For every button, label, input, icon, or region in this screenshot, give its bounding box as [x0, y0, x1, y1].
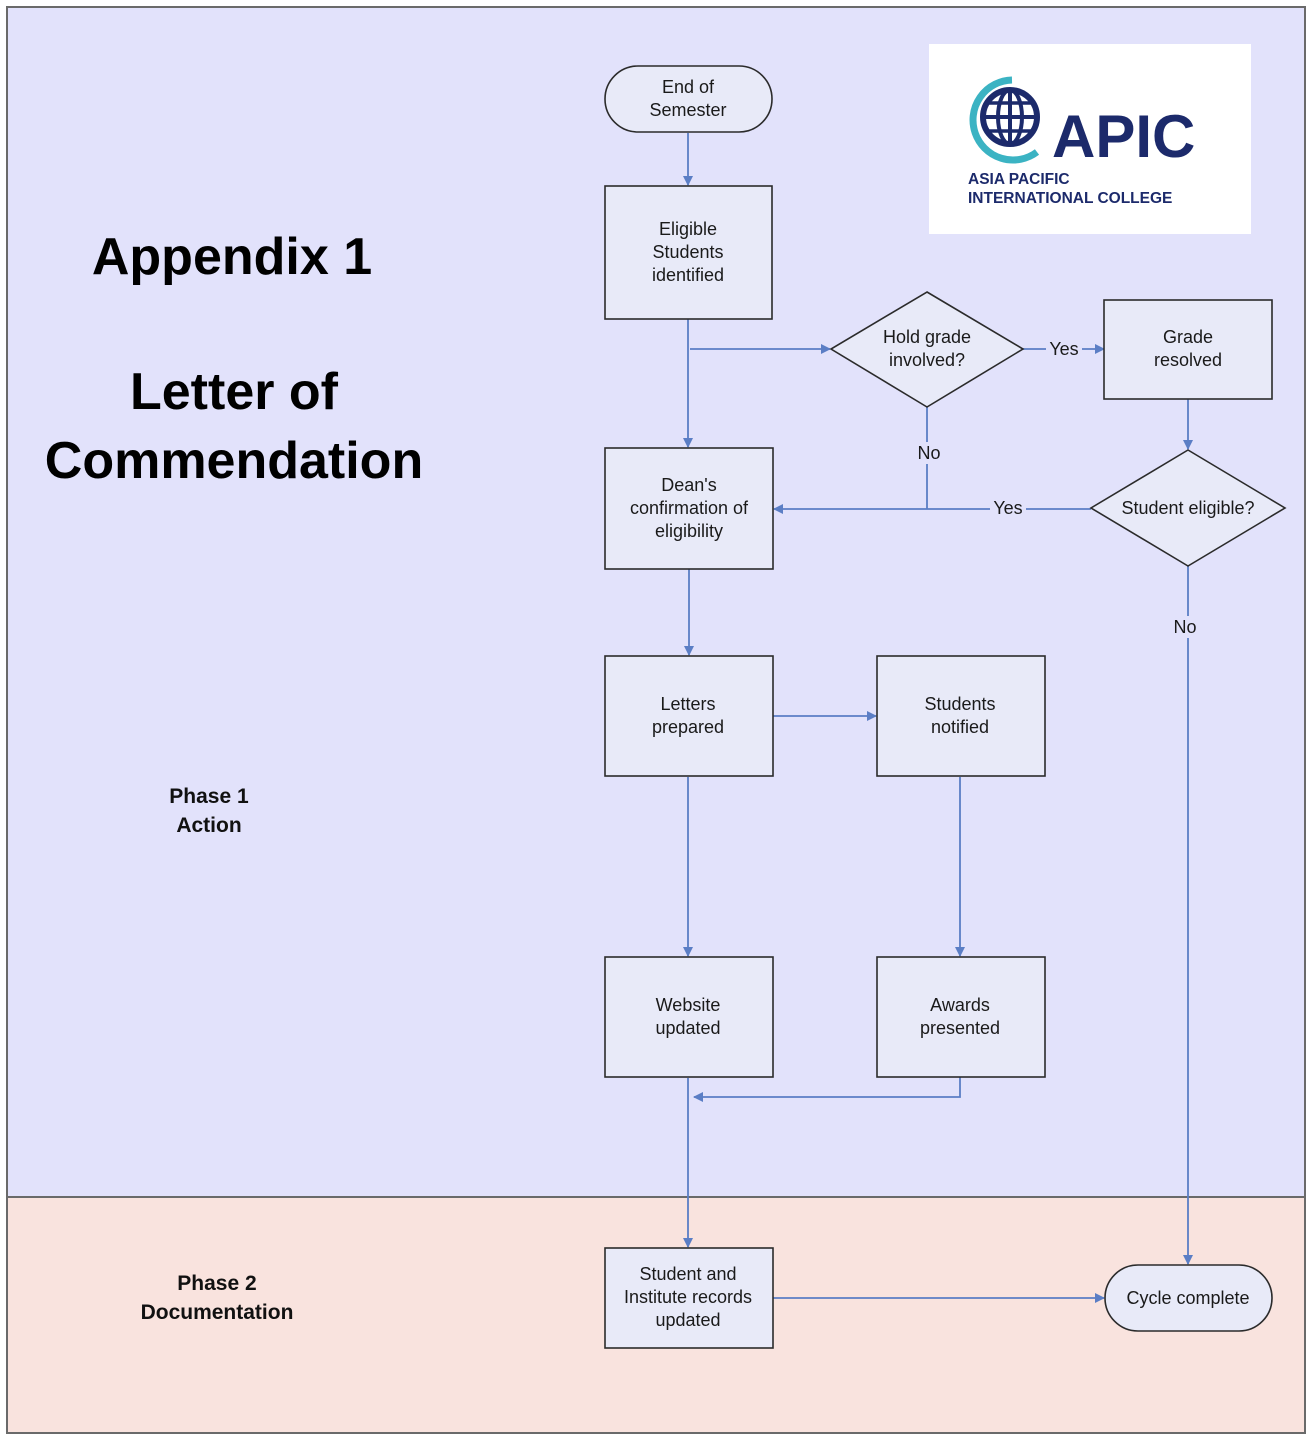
terminator-shape: [604, 65, 773, 133]
logo-background: [929, 44, 1251, 234]
node-letters-prepared: Letters prepared: [604, 655, 774, 777]
records-line1: Student and: [639, 1264, 736, 1284]
node-grade-resolved: Grade resolved: [1103, 299, 1273, 400]
decision-diamond: [829, 291, 1025, 408]
node-hold-grade-decision: Hold grade involved?: [829, 291, 1025, 408]
edge-label-hold-yes: Yes: [1049, 339, 1078, 359]
letter-title-line2: Commendation: [45, 432, 423, 490]
letters-line2: prepared: [652, 717, 724, 737]
end-semester-line1: End of: [662, 77, 715, 97]
grade-resolved-line1: Grade: [1163, 327, 1213, 347]
appendix-title: Appendix 1: [92, 228, 372, 286]
logo-subtitle-line1: ASIA PACIFIC: [968, 171, 1070, 188]
website-line1: Website: [656, 995, 721, 1015]
node-students-notified: Students notified: [876, 655, 1046, 777]
eligible-line3: identified: [652, 265, 724, 285]
phase2-label-line1: Phase 2: [177, 1272, 256, 1295]
phase1-label-line2: Action: [176, 814, 241, 837]
logo-wordmark: APIC: [1052, 103, 1195, 170]
edge-label-eligible-no: No: [1173, 617, 1196, 637]
process-box: [1103, 299, 1273, 400]
deans-line2: confirmation of: [630, 498, 749, 518]
apic-logo: APIC ASIA PACIFIC INTERNATIONAL COLLEGE: [929, 44, 1251, 234]
phase2-label-line2: Documentation: [141, 1301, 294, 1324]
awards-line1: Awards: [930, 995, 990, 1015]
process-box: [604, 447, 774, 570]
process-box: [604, 655, 774, 777]
notified-line2: notified: [931, 717, 989, 737]
edge-awards-merge: [693, 1077, 961, 1102]
edge-label-eligible-yes: Yes: [993, 498, 1022, 518]
logo-subtitle-line2: INTERNATIONAL COLLEGE: [968, 190, 1172, 207]
node-eligible-students: Eligible Students identified: [604, 185, 773, 320]
process-box: [604, 956, 774, 1078]
node-student-eligible-decision: Student eligible?: [1089, 449, 1287, 567]
node-end-of-semester: End of Semester: [604, 65, 773, 133]
website-line2: updated: [655, 1018, 720, 1038]
cycle-line1: Cycle complete: [1126, 1288, 1249, 1308]
node-records-updated: Student and Institute records updated: [604, 1247, 774, 1349]
node-deans-confirmation: Dean's confirmation of eligibility: [604, 447, 774, 570]
deans-line3: eligibility: [655, 521, 723, 541]
node-awards-presented: Awards presented: [876, 956, 1046, 1078]
edge-label-hold-no: No: [917, 443, 940, 463]
process-box: [604, 185, 773, 320]
process-box: [876, 956, 1046, 1078]
letter-title-line1: Letter of: [130, 363, 339, 421]
records-line3: updated: [655, 1310, 720, 1330]
globe-icon: [969, 76, 1040, 164]
eligible-line1: Eligible: [659, 219, 717, 239]
awards-line2: presented: [920, 1018, 1000, 1038]
notified-line1: Students: [924, 694, 995, 714]
node-website-updated: Website updated: [604, 956, 774, 1078]
grade-resolved-line2: resolved: [1154, 350, 1222, 370]
terminator-shape: [1104, 1264, 1273, 1332]
end-semester-line2: Semester: [649, 100, 726, 120]
decision-diamond: [1089, 449, 1287, 567]
eligible-line2: Students: [652, 242, 723, 262]
records-line2: Institute records: [624, 1287, 752, 1307]
phase1-label-line1: Phase 1: [169, 785, 249, 808]
process-box: [876, 655, 1046, 777]
letters-line1: Letters: [660, 694, 715, 714]
process-box: [604, 1247, 774, 1349]
student-eligible-line1: Student eligible?: [1121, 498, 1254, 518]
deans-line1: Dean's: [661, 475, 716, 495]
hold-grade-line1: Hold grade: [883, 327, 971, 347]
hold-grade-line2: involved?: [889, 350, 965, 370]
node-cycle-complete: Cycle complete: [1104, 1264, 1273, 1332]
